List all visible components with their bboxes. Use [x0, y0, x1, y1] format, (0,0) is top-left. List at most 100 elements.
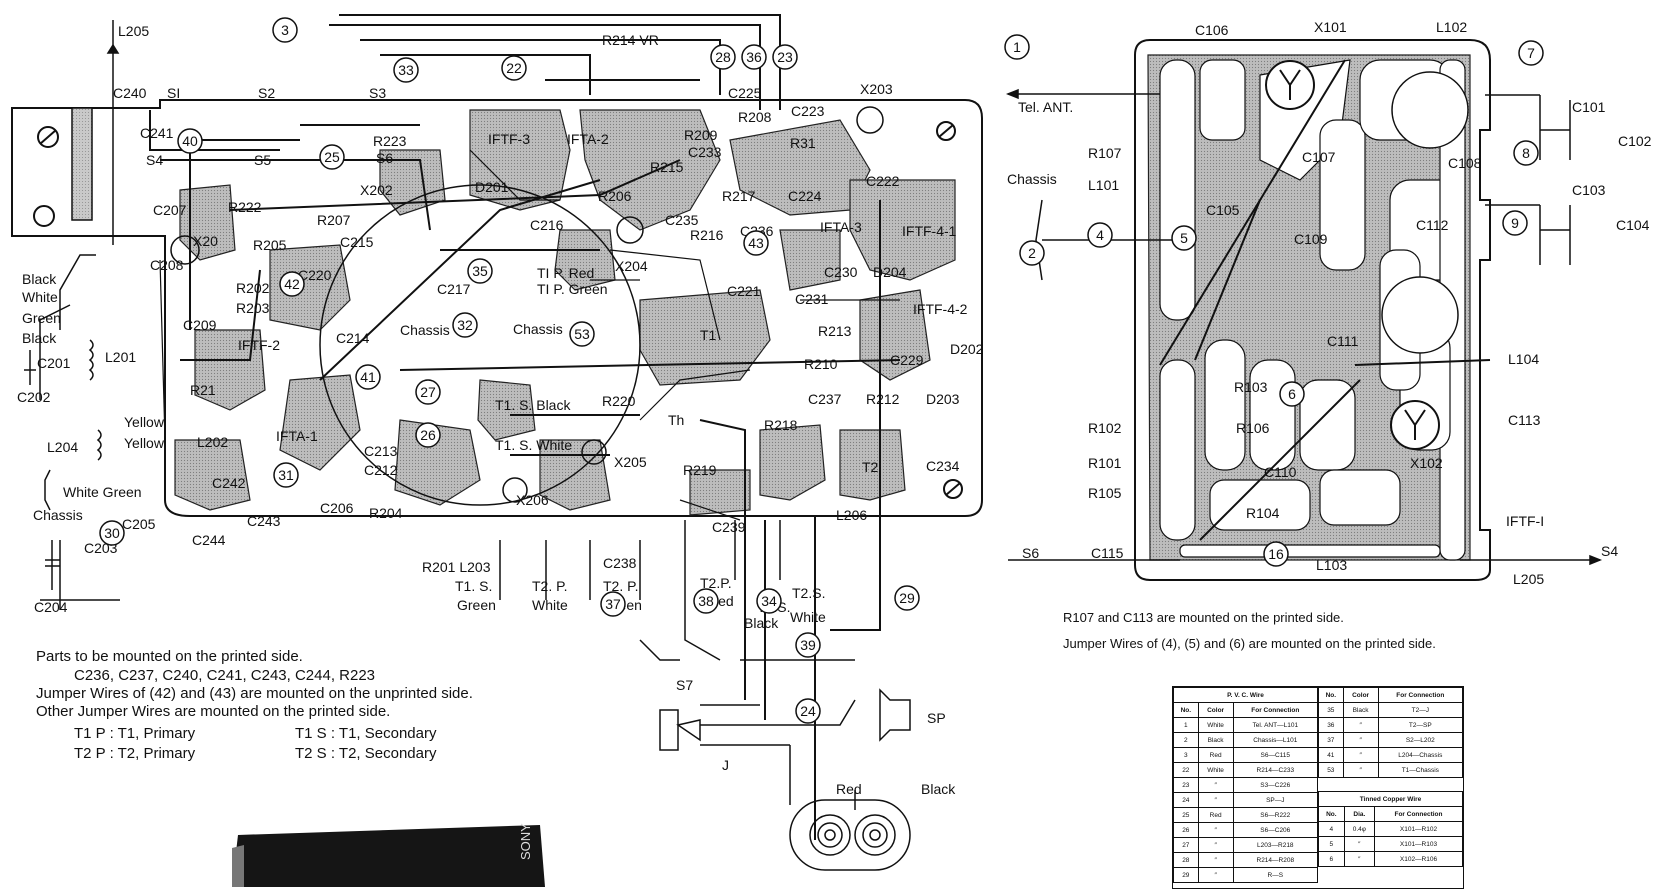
jumper-marker-27: [415, 379, 441, 405]
pvc-cell: 1: [1173, 717, 1199, 733]
jumper-marker-5: [1171, 225, 1197, 251]
label-c204: C204: [34, 599, 68, 615]
jumper-number: 36: [746, 49, 762, 65]
tinned-col-conn: For Connection: [1373, 806, 1463, 822]
jumper-marker-32: [452, 312, 478, 338]
jumper-number: 8: [1522, 145, 1530, 161]
pvc-cell: 28: [1173, 852, 1199, 868]
pvc-title: P. V. C. Wire: [1173, 687, 1318, 703]
note-line2: C236, C237, C240, C241, C243, C244, R223: [74, 667, 376, 684]
label-black2: Black: [22, 330, 57, 346]
label-c233: C233: [688, 144, 722, 160]
tinned-col-dia: Dia.: [1343, 806, 1375, 822]
jumper-marker-39: [795, 632, 821, 658]
jumper-number: 39: [800, 637, 816, 653]
label-c208: C208: [150, 257, 184, 273]
pvc-cell: ″: [1197, 792, 1234, 808]
label-ifft41: IFTF-4-1: [902, 223, 957, 239]
jumper-marker-28: [710, 44, 736, 70]
label-ifta3: IFTA-3: [820, 219, 862, 235]
jumper-number: 41: [360, 369, 376, 385]
label-t2s-white-a: T2.S.: [792, 585, 825, 601]
pvc-cell: Red: [1197, 747, 1234, 763]
tinned-cell: 0.4φ: [1343, 821, 1375, 837]
label-l204: L204: [47, 439, 78, 455]
pvc-col-color: Color: [1197, 702, 1234, 718]
tinned-cell: 6: [1318, 851, 1345, 867]
jumper-number: 28: [715, 49, 731, 65]
label-c105: C105: [1206, 202, 1240, 218]
pvc-cell: 29: [1173, 867, 1199, 883]
label-x203: X203: [860, 81, 893, 97]
pvc-wire-table: P. V. C. Wire No. Color For Connection 1…: [1173, 687, 1319, 883]
label-d203: D203: [926, 391, 960, 407]
jumper-number: 27: [420, 384, 436, 400]
label-r101: R101: [1088, 455, 1122, 471]
label-ifta2: IFTA-2: [567, 131, 609, 147]
jumper-marker-38: [693, 588, 719, 614]
label-r209: R209: [684, 127, 718, 143]
label-t2s-black-b: Black: [744, 615, 779, 631]
label-r205: R205: [253, 237, 287, 253]
jumper-number: 37: [605, 596, 621, 612]
pvc-cell: 27: [1173, 837, 1199, 853]
jumper-marker-26: [415, 422, 441, 448]
label-c101: C101: [1572, 99, 1606, 115]
label-c237: C237: [808, 391, 842, 407]
jumper-marker-31: [273, 462, 299, 488]
jumper-marker-25: [319, 144, 345, 170]
label-c109: C109: [1294, 231, 1328, 247]
label-x204: X204: [615, 258, 648, 274]
label-t1s-black: T1. S. Black: [495, 397, 571, 413]
label-j: J: [722, 757, 729, 773]
label-c234: C234: [926, 458, 960, 474]
left-circuit-board: L205 C240 SI S2 S3 R214 VR C241 S4 S5 S6…: [11, 14, 984, 871]
pvc-cell: 2: [1173, 732, 1199, 748]
label-r106: R106: [1236, 420, 1270, 436]
label-c217: C217: [437, 281, 471, 297]
jumper-marker-16: [1263, 541, 1289, 567]
jumper-number: 4: [1096, 227, 1104, 243]
label-c102: C102: [1618, 133, 1652, 149]
label-l201: L201: [105, 349, 136, 365]
label-chassis2: Chassis: [513, 321, 563, 337]
pvc-cell: R214—R208: [1232, 852, 1319, 868]
pvc-cell: Tel. ANT—L101: [1232, 717, 1319, 733]
label-tip-red: TI P. Red: [537, 265, 594, 281]
pvc-cell: S6—R222: [1232, 807, 1319, 823]
label-s2: S2: [258, 85, 275, 101]
label-c209: C209: [183, 317, 217, 333]
label-x101: X101: [1314, 19, 1347, 35]
pvc-cell: White: [1197, 717, 1234, 733]
label-d204: D204: [873, 264, 907, 280]
pvc2-cell: ″: [1342, 717, 1379, 733]
jumper-number: 22: [506, 60, 522, 76]
label-c202: C202: [17, 389, 51, 405]
label-s4: S4: [146, 152, 163, 168]
label-c230: C230: [824, 264, 858, 280]
label-l206: L206: [836, 507, 867, 523]
label-c214: C214: [336, 330, 370, 346]
label-ifft2: IFTF-2: [238, 337, 280, 353]
label-tel-ant: Tel. ANT.: [1018, 99, 1073, 115]
jumper-marker-3: [272, 17, 298, 43]
tinned-row: 5″X101—R103: [1318, 836, 1463, 852]
label-r31: R31: [790, 135, 816, 151]
label-l104: L104: [1508, 351, 1539, 367]
label-chassis1: Chassis: [400, 322, 450, 338]
pvc-cell: Chassis—L101: [1232, 732, 1319, 748]
label-black-sp: Black: [921, 781, 956, 797]
label-r216: R216: [690, 227, 724, 243]
jumper-number: 29: [899, 590, 915, 606]
tinned-cell: 5: [1318, 836, 1345, 852]
pvc2-cell: 37: [1318, 732, 1344, 748]
label-r219: R219: [683, 462, 717, 478]
label-r105: R105: [1088, 485, 1122, 501]
